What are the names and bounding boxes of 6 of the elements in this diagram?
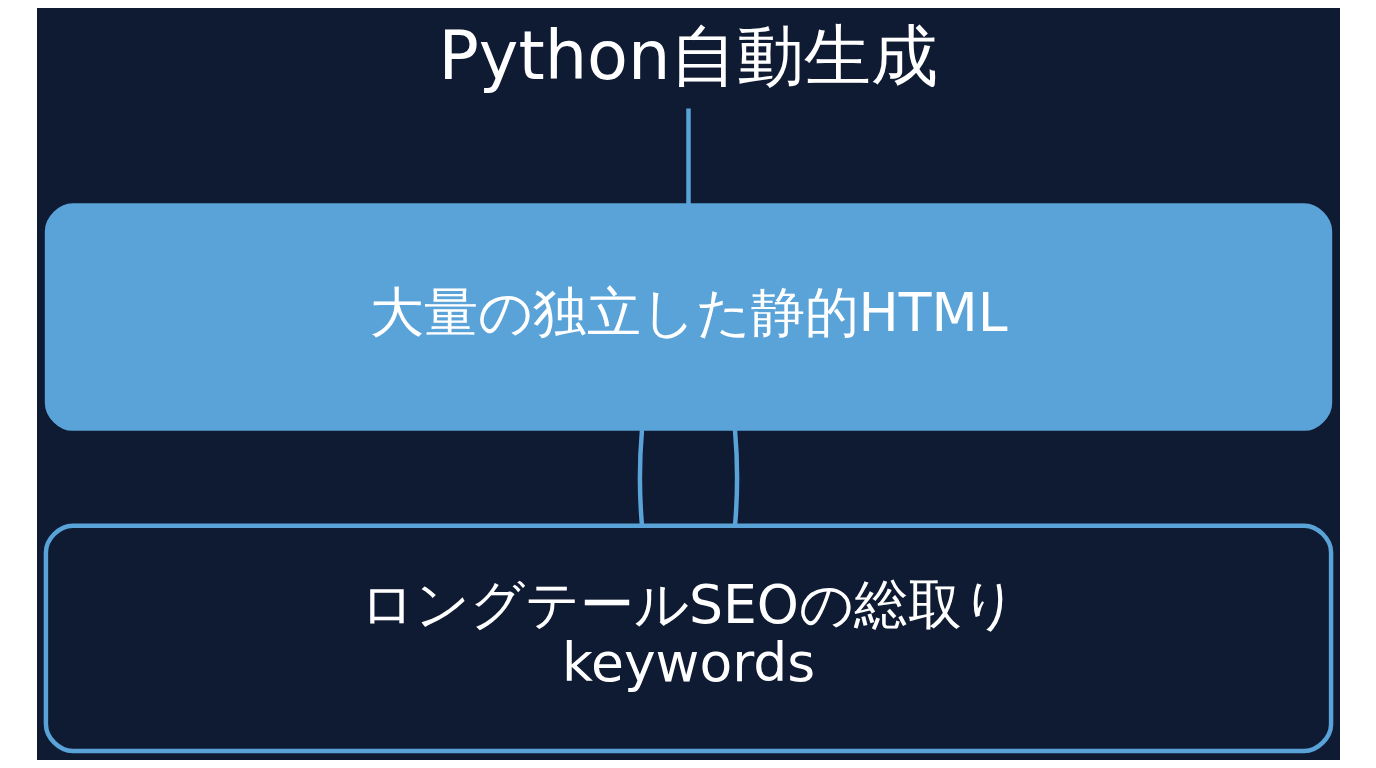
connector	[637, 429, 644, 525]
connector	[732, 429, 739, 525]
node-box: ロングテールSEOの総取り keywords	[43, 523, 1333, 754]
node-box: 大量の独立した静的HTML	[44, 203, 1332, 431]
node-text: Python自動生成	[438, 17, 938, 96]
connector	[685, 108, 691, 205]
